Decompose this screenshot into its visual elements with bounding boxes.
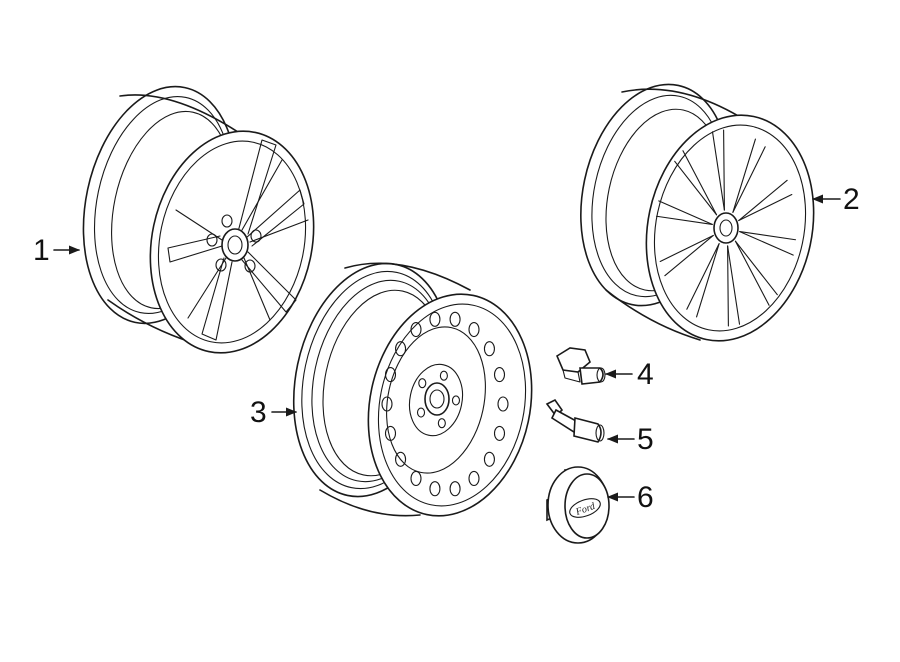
vent-hole <box>483 341 495 357</box>
lug-hole <box>416 407 426 418</box>
vent-hole <box>449 481 461 497</box>
callout-1: 1 <box>33 234 50 267</box>
callout-2: 2 <box>843 183 860 216</box>
vent-hole <box>410 321 422 338</box>
steel-wheel-part-3 <box>292 262 533 517</box>
vent-hole <box>381 396 393 412</box>
alloy-wheel-part-2 <box>580 83 815 342</box>
vent-hole <box>468 470 480 487</box>
spoke-line <box>732 138 756 213</box>
lug-nut-part-4 <box>555 347 606 385</box>
valve-stem-part-5 <box>545 398 605 443</box>
vent-hole <box>384 367 397 383</box>
lug-hole <box>451 395 461 406</box>
vent-hole <box>429 481 441 497</box>
spoke-line <box>732 146 766 213</box>
callout-6: 6 <box>637 481 654 514</box>
spoke-line <box>738 194 793 222</box>
vent-hole <box>468 321 480 338</box>
vent-hole <box>395 341 407 357</box>
spoke-line <box>659 234 714 262</box>
spoke-line <box>739 231 797 241</box>
vent-hole <box>410 470 422 487</box>
spoke-line <box>655 215 713 225</box>
spoke-line <box>727 245 741 325</box>
callout-3: 3 <box>250 396 267 429</box>
vent-hole <box>483 451 495 467</box>
spoke-line <box>727 245 729 327</box>
vent-hole <box>449 311 461 327</box>
lug-hole <box>437 418 446 429</box>
vent-hole <box>497 396 509 412</box>
spoke-line <box>682 150 718 216</box>
spoke-line <box>658 200 713 225</box>
spoke-line <box>696 243 720 318</box>
vent-hole <box>395 451 407 467</box>
vent-hole <box>429 311 441 327</box>
vent-hole <box>493 425 506 441</box>
spoke-line <box>739 231 794 256</box>
spoke-line <box>674 160 718 216</box>
spoke-line <box>686 243 720 310</box>
center-cap-part-6: Ford <box>546 466 610 544</box>
callout-4: 4 <box>637 358 654 391</box>
vent-hole <box>493 367 506 383</box>
spoke-line <box>664 234 714 277</box>
spoke-line <box>738 179 788 222</box>
spoke-line <box>723 129 725 211</box>
spoke-line <box>734 240 778 296</box>
lug-hole <box>439 370 448 381</box>
vent-hole <box>384 425 397 441</box>
lug-hole <box>418 378 427 389</box>
spoke-line <box>734 240 770 306</box>
spoke-line <box>711 131 725 211</box>
alloy-wheel-part-1 <box>82 85 315 354</box>
callout-5: 5 <box>637 423 654 456</box>
